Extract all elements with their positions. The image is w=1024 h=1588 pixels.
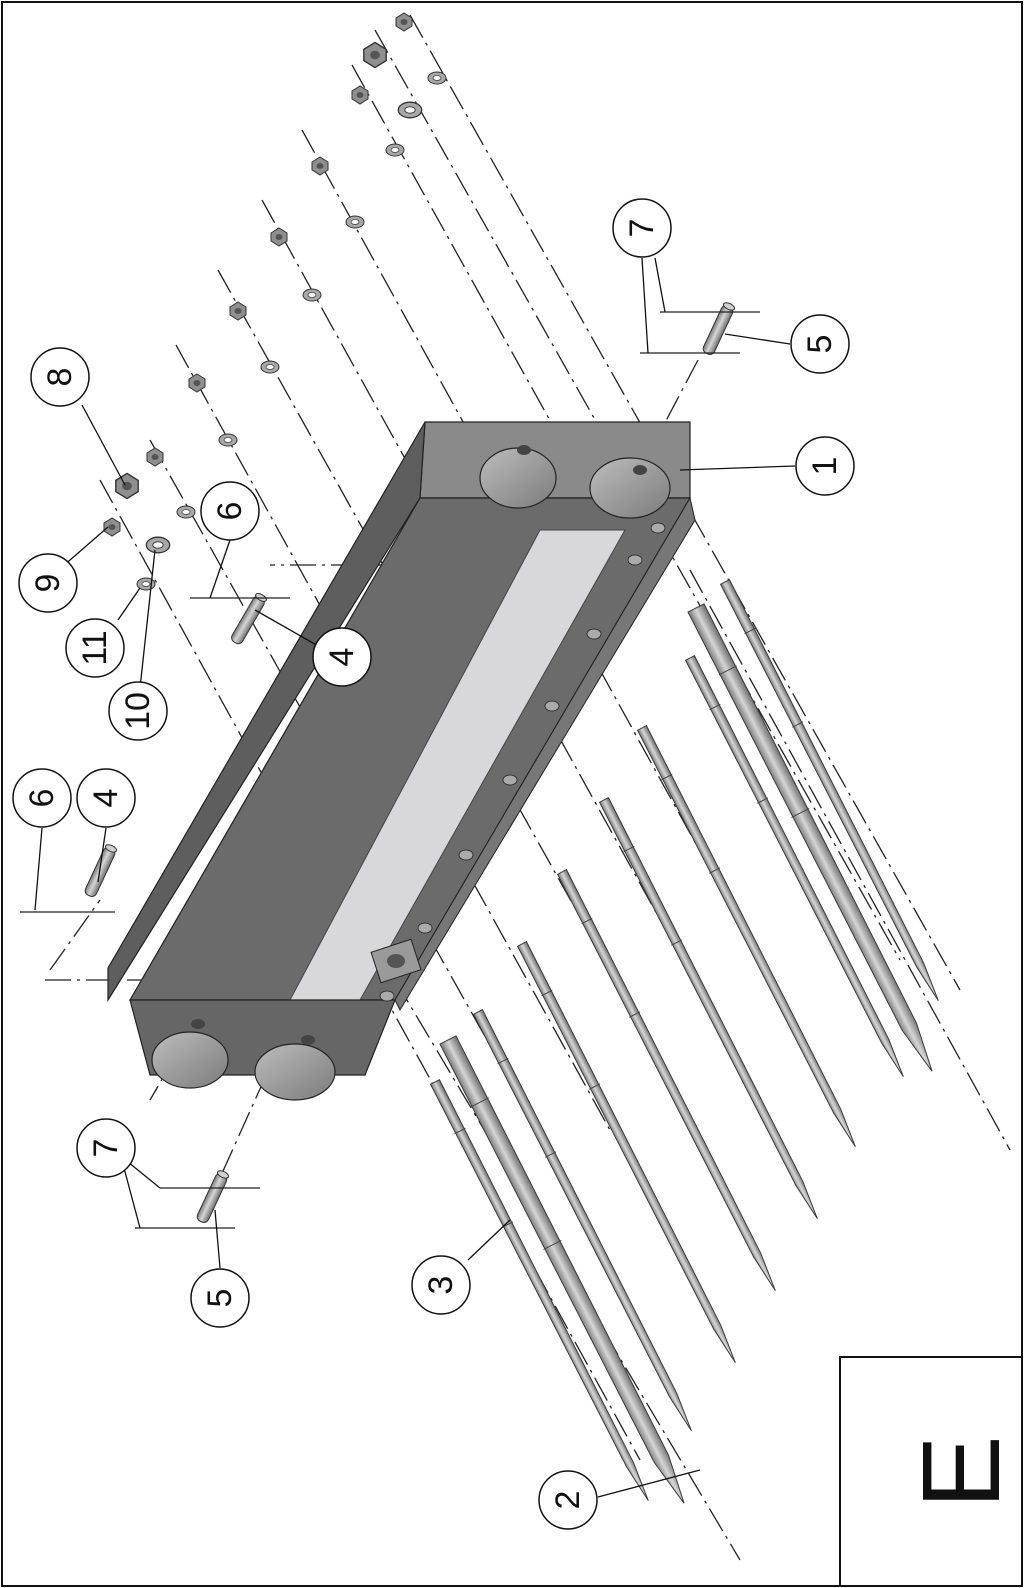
- callout-2: 2: [538, 1470, 598, 1530]
- leader-lines: [34, 257, 796, 1498]
- callout-balloons: 1 2 3 4 4 5 5 6: [12, 198, 855, 1530]
- callout-4-upper-label: 4: [323, 648, 361, 667]
- callout-3: 3: [411, 1255, 471, 1315]
- page-title: Е: [900, 1435, 1023, 1508]
- callout-4-lower: 4: [76, 768, 136, 828]
- callout-11: 11: [65, 618, 125, 678]
- callout-1-label: 1: [806, 457, 844, 476]
- callout-5-upper-label: 5: [801, 335, 839, 354]
- callout-7-lower: 7: [76, 1118, 136, 1178]
- callout-5-lower: 5: [190, 1268, 250, 1328]
- callout-10: 10: [108, 681, 168, 741]
- callout-6-lower: 6: [12, 768, 72, 828]
- callout-5-upper: 5: [790, 314, 850, 374]
- callout-9-label: 9: [29, 574, 67, 593]
- callout-4-upper: 4: [312, 627, 372, 687]
- callout-7-lower-label: 7: [87, 1139, 125, 1158]
- callout-6-upper-label: 6: [211, 502, 249, 521]
- callout-4-lower-label: 4: [87, 789, 125, 808]
- callout-6-lower-label: 6: [23, 789, 61, 808]
- callout-2-label: 2: [549, 1491, 587, 1510]
- callout-11-label: 11: [76, 630, 114, 665]
- title-block: Е: [839, 1356, 1023, 1587]
- split-pins: [20, 311, 760, 1229]
- callout-9: 9: [18, 553, 78, 613]
- callout-6-upper: 6: [200, 481, 260, 541]
- callout-8: 8: [30, 347, 90, 407]
- callout-5-lower-label: 5: [201, 1289, 239, 1308]
- callout-7-upper: 7: [612, 198, 672, 258]
- callout-7-upper-label: 7: [623, 219, 661, 238]
- housing-part-1: [107, 421, 696, 1101]
- callout-8-label: 8: [41, 368, 79, 387]
- callout-3-label: 3: [422, 1276, 460, 1295]
- callout-1: 1: [795, 436, 855, 496]
- callout-10-label: 10: [119, 692, 157, 730]
